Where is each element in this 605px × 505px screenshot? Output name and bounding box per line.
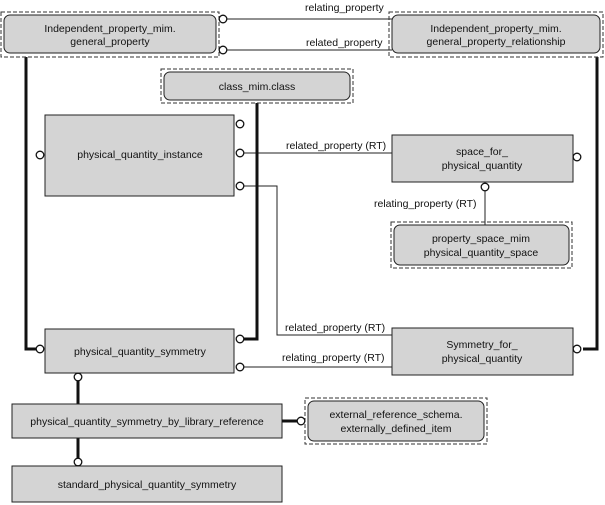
relationship-lines xyxy=(219,18,486,368)
box-property-space-mim[interactable]: property_space_mim physical_quantity_spa… xyxy=(390,221,573,269)
circle-instance-general-property-end xyxy=(35,150,45,160)
circle-symmetry-general-property-end xyxy=(35,344,45,354)
line-relationship-subtypes xyxy=(583,57,599,351)
label-class-mim-class: class_mim.class xyxy=(219,81,295,93)
box-external-reference[interactable]: external_reference_schema. externally_de… xyxy=(304,397,488,445)
circle-symmetry-subtype-end xyxy=(73,372,83,382)
box-class-mim-class[interactable]: class_mim.class xyxy=(160,68,354,104)
label-independent-property-2: general_property xyxy=(70,36,150,48)
circle-related-property-end xyxy=(218,45,228,55)
label-independent-property-relationship-1: Independent_property_mim. xyxy=(430,23,561,35)
label-external-reference-1: external_reference_schema. xyxy=(329,409,462,421)
relationship-labels: relating_property related_property relat… xyxy=(282,2,477,364)
label-space-for-physical-quantity-1: space_for_ xyxy=(456,146,508,158)
circle-instance-symmetry-end xyxy=(235,181,245,191)
label-property-space-mim-1: property_space_mim xyxy=(432,233,530,245)
label-independent-property-relationship-2: general_property_relationship xyxy=(427,36,566,48)
label-symmetry-for-physical-quantity-1: Symmetry_for_ xyxy=(446,339,517,351)
box-physical-quantity-symmetry[interactable]: physical_quantity_symmetry xyxy=(44,328,235,374)
label-related-property-rt-symmetry: related_property (RT) xyxy=(285,322,385,334)
label-symmetry-by-library-reference: physical_quantity_symmetry_by_library_re… xyxy=(30,416,264,428)
supertype-lines xyxy=(24,57,599,466)
circle-space-property-space-end xyxy=(480,182,490,192)
label-relating-property-top: relating_property xyxy=(305,2,385,14)
box-space-for-physical-quantity[interactable]: space_for_ physical_quantity xyxy=(391,134,574,183)
label-external-reference-2: externally_defined_item xyxy=(341,423,452,435)
line-related-property-rt-symmetry xyxy=(244,185,392,336)
label-related-property-top: related_property xyxy=(306,37,383,49)
label-physical-quantity-instance: physical_quantity_instance xyxy=(77,149,203,161)
circle-library-reference-subtype-end xyxy=(73,457,83,467)
box-symmetry-for-physical-quantity[interactable]: Symmetry_for_ physical_quantity xyxy=(391,327,574,376)
line-class-subtypes xyxy=(244,103,259,341)
circle-symmetry-class-end xyxy=(235,334,245,344)
box-physical-quantity-instance[interactable]: physical_quantity_instance xyxy=(44,114,235,197)
circle-symmetry-relating-end xyxy=(235,362,245,372)
circle-relating-property-end xyxy=(218,14,228,24)
label-space-for-physical-quantity-2: physical_quantity xyxy=(442,160,523,172)
label-independent-property-1: Independent_property_mim. xyxy=(44,23,175,35)
label-physical-quantity-symmetry: physical_quantity_symmetry xyxy=(74,346,207,358)
label-relating-property-rt-symmetry: relating_property (RT) xyxy=(282,352,385,364)
circle-external-reference-end xyxy=(296,416,306,426)
circle-symmetry-for-relationship-end xyxy=(572,344,582,354)
relationship-end-circles xyxy=(35,14,582,467)
label-related-property-rt-space: related_property (RT) xyxy=(286,140,386,152)
box-independent-property-relationship[interactable]: Independent_property_mim. general_proper… xyxy=(388,11,604,58)
circle-space-relationship-end xyxy=(572,152,582,162)
circle-instance-related-end xyxy=(235,148,245,158)
label-relating-property-rt-space: relating_property (RT) xyxy=(374,198,477,210)
box-independent-property[interactable]: Independent_property_mim. general_proper… xyxy=(0,11,220,58)
line-general-property-subtypes xyxy=(24,57,40,351)
circle-instance-class-end xyxy=(235,119,245,129)
label-standard-symmetry: standard_physical_quantity_symmetry xyxy=(58,479,237,491)
box-standard-symmetry[interactable]: standard_physical_quantity_symmetry xyxy=(11,465,283,503)
box-symmetry-by-library-reference[interactable]: physical_quantity_symmetry_by_library_re… xyxy=(11,403,283,439)
label-property-space-mim-2: physical_quantity_space xyxy=(424,247,539,259)
label-symmetry-for-physical-quantity-2: physical_quantity xyxy=(442,353,523,365)
